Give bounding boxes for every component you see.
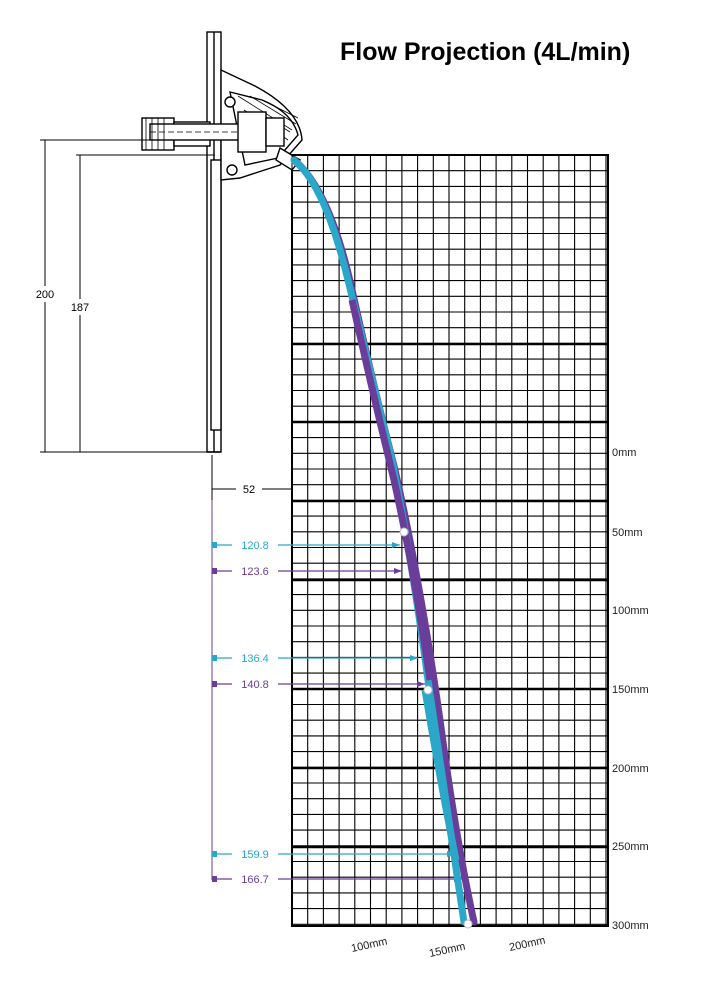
purple-stream-overlay (348, 299, 434, 681)
callout-bg (232, 650, 278, 666)
callout-label: 140.8 (241, 679, 269, 691)
depth-label: 100mm (612, 605, 649, 617)
callout-label: 120.8 (241, 540, 269, 552)
callout-tick (212, 876, 217, 882)
callout-label: 123.6 (241, 566, 269, 578)
horizontal-label: 200mm (508, 935, 546, 954)
callout-tick (212, 681, 217, 687)
depth-label: 50mm (612, 527, 643, 539)
callout-arrow (410, 655, 418, 661)
callout-bg (232, 537, 278, 553)
callout-label: 136.4 (241, 653, 269, 665)
inner-height-label: 187 (71, 302, 89, 314)
callout-bg (232, 871, 278, 887)
stream-marker (463, 919, 473, 929)
stream-marker (399, 527, 409, 537)
flow-streams (290, 156, 478, 929)
callout-tick (212, 851, 217, 857)
overall-height-label: 200 (36, 289, 54, 301)
depth-label: 250mm (612, 841, 649, 853)
callout-arrow (394, 568, 402, 574)
callout-bg (232, 676, 278, 692)
diagram-title: Flow Projection (4L/min) (340, 38, 631, 66)
distance-callouts: 120.8 123.6 136.4 140.8 159.9 166.7 (211, 500, 462, 887)
horizontal-label: 150mm (428, 941, 466, 960)
horizontal-axis: 100mm 150mm 200mm (350, 935, 546, 960)
dimension-lines (40, 139, 293, 500)
offset-label: 52 (243, 484, 255, 496)
depth-axis: 0mm 50mm 100mm 150mm 200mm 250mm 300mm (612, 447, 649, 932)
callout-arrow (417, 681, 425, 687)
callout-arrow (392, 542, 400, 548)
horizontal-label: 100mm (350, 936, 388, 955)
callout-bg (232, 563, 278, 579)
callout-tick (212, 542, 217, 548)
cyan-stream-overlay (421, 689, 460, 861)
depth-label: 200mm (612, 763, 649, 775)
callout-bg (232, 846, 278, 862)
cyan-stream (290, 156, 468, 926)
depth-label: 150mm (612, 684, 649, 696)
fixture-drawing (141, 31, 303, 453)
callout-label: 166.7 (241, 874, 269, 886)
depth-label: 300mm (612, 920, 649, 932)
callout-label: 159.9 (241, 849, 269, 861)
callout-tick (212, 568, 217, 574)
grid-border (291, 154, 609, 927)
stream-marker (423, 685, 433, 695)
depth-label: 0mm (612, 447, 636, 459)
callout-tick (212, 655, 217, 661)
